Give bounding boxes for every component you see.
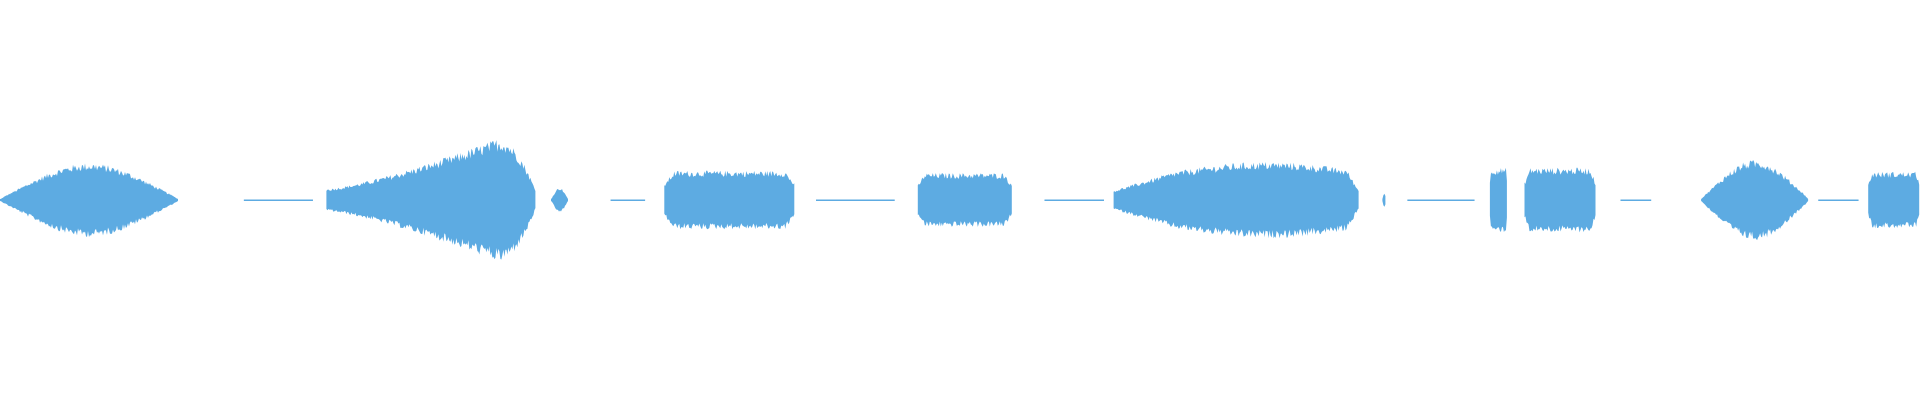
segment-16 — [1701, 160, 1809, 241]
segment-14-shape — [1524, 167, 1596, 233]
segment-16-shape — [1701, 160, 1809, 241]
segment-11 — [1382, 193, 1386, 207]
segment-13-shape — [1489, 167, 1507, 232]
segment-15 — [1620, 199, 1652, 201]
segment-12 — [1407, 199, 1475, 201]
segment-5 — [610, 199, 646, 201]
segment-2 — [243, 199, 313, 201]
segment-11-shape — [1382, 193, 1386, 207]
segment-18-shape — [1868, 171, 1920, 229]
segment-8-shape — [917, 173, 1012, 227]
segment-10 — [1113, 162, 1359, 239]
segment-8 — [917, 173, 1012, 227]
segment-1 — [0, 163, 178, 237]
segment-18 — [1868, 171, 1920, 229]
segment-7 — [816, 199, 895, 201]
segment-1-shape — [0, 163, 178, 237]
segment-4-shape — [551, 188, 568, 212]
segment-3 — [326, 140, 536, 260]
segment-14 — [1524, 167, 1596, 233]
segment-17 — [1818, 199, 1859, 201]
segment-13 — [1489, 167, 1507, 232]
segment-9 — [1044, 199, 1104, 201]
segment-6 — [664, 170, 795, 230]
segment-6-shape — [664, 170, 795, 230]
segment-3-shape — [326, 140, 536, 260]
segment-10-shape — [1113, 162, 1359, 239]
segment-4 — [551, 188, 568, 212]
